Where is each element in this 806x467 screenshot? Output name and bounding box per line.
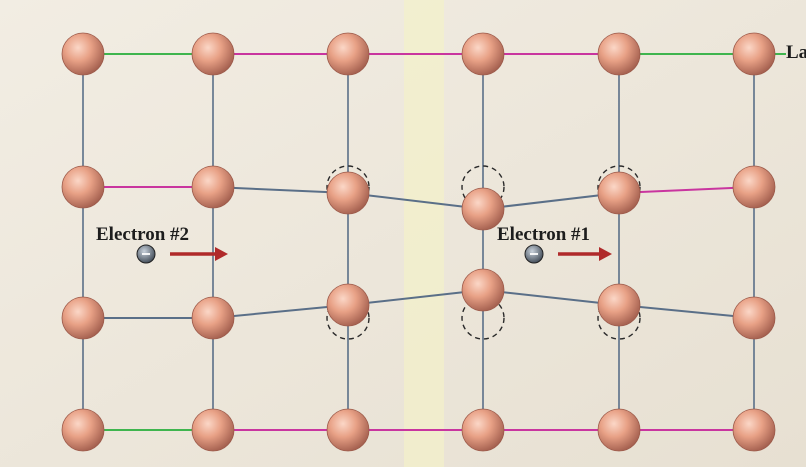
lattice-ion xyxy=(597,408,641,452)
original-position-marker xyxy=(461,165,505,209)
lattice-ion xyxy=(461,187,505,231)
lattice-ion xyxy=(732,165,776,209)
lattice-ion xyxy=(597,283,641,327)
lattice-ion xyxy=(191,165,235,209)
bond-horizontal xyxy=(618,186,755,194)
lattice-ion xyxy=(597,32,641,76)
original-position-marker xyxy=(597,296,641,340)
bond-horizontal xyxy=(482,289,620,306)
original-position-marker xyxy=(326,296,370,340)
lattice-ion xyxy=(461,408,505,452)
label-right-text: La xyxy=(786,42,806,63)
bond-horizontal xyxy=(347,289,484,306)
lattice-ion xyxy=(461,268,505,312)
lattice-ion xyxy=(732,408,776,452)
original-position-marker xyxy=(461,296,505,340)
lattice-ion xyxy=(191,32,235,76)
bond-horizontal xyxy=(618,304,755,319)
electron-1-label: Electron #1 xyxy=(497,224,591,245)
lattice-ion xyxy=(61,296,105,340)
lattice-ion xyxy=(461,32,505,76)
electron-2-label: Electron #2 xyxy=(96,224,190,245)
bond-horizontal xyxy=(482,192,620,210)
bond-horizontal xyxy=(212,186,349,194)
lattice-ion xyxy=(732,32,776,76)
lattice-ion xyxy=(191,296,235,340)
motion-arrow-head-icon xyxy=(215,247,228,261)
bond-horizontal xyxy=(212,304,349,319)
bond-horizontal xyxy=(347,192,484,210)
lattice-ion xyxy=(326,283,370,327)
lattice-ion xyxy=(61,408,105,452)
original-position-marker xyxy=(326,165,370,209)
lattice-ion xyxy=(61,32,105,76)
motion-arrow-head-icon xyxy=(599,247,612,261)
lattice-ion xyxy=(732,296,776,340)
lattice-ion xyxy=(191,408,235,452)
lattice-ion xyxy=(326,171,370,215)
lattice-ion xyxy=(597,171,641,215)
lattice-ion xyxy=(326,408,370,452)
lattice-ion xyxy=(326,32,370,76)
lattice-ion xyxy=(61,165,105,209)
highlight-band xyxy=(404,0,444,467)
original-position-marker xyxy=(597,165,641,209)
